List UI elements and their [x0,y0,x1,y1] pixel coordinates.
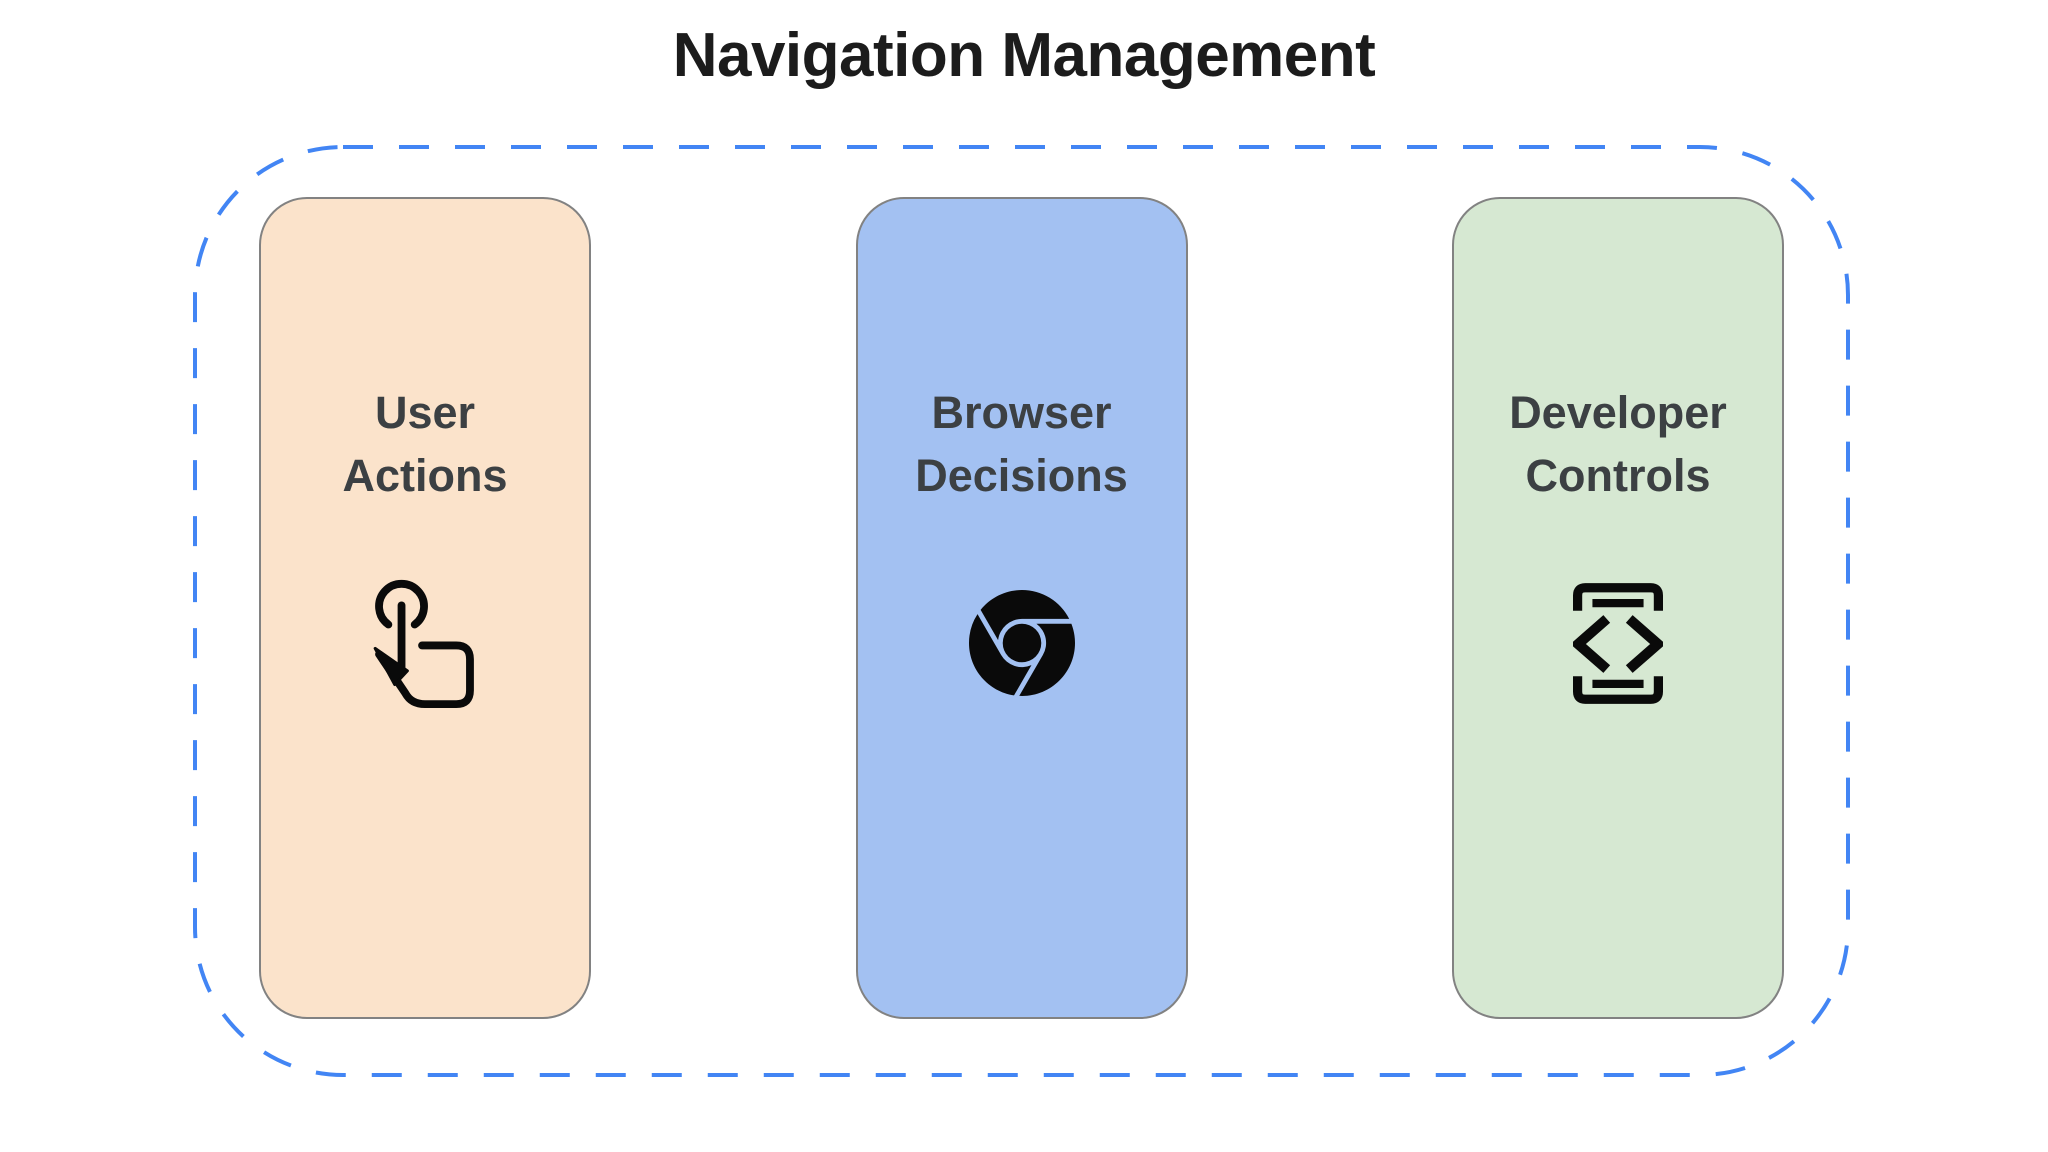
card-browser-decisions: Browser Decisions [855,197,1188,1019]
dashed-border-rect [193,145,1850,1077]
card-label-line: Actions [342,450,508,501]
tap-gesture-icon [363,577,487,709]
card-user-actions: User Actions [259,197,591,1019]
card-label-line: Browser [931,387,1112,438]
card-developer-controls: Developer Controls [1452,197,1784,1019]
card-label-line: Decisions [915,450,1128,501]
card-label-line: Controls [1525,450,1711,501]
card-label: Developer Controls [1509,381,1727,507]
chrome-icon-svg [968,590,1075,696]
page-title: Navigation Management [672,21,1376,90]
cards-row: User Actions Bro [193,145,1850,1077]
card-label: Browser Decisions [915,381,1128,507]
card-label-line: User [374,387,476,438]
card-label-line: Developer [1509,387,1727,438]
chrome-icon [968,577,1075,709]
tap-gesture-icon-svg [373,579,474,709]
dashed-border [193,145,1850,1077]
developer-mode-icon [1573,577,1663,709]
flow-boundary: User Actions Bro [193,145,1850,1077]
card-label: User Actions [342,381,507,507]
developer-mode-icon-svg [1573,582,1663,704]
